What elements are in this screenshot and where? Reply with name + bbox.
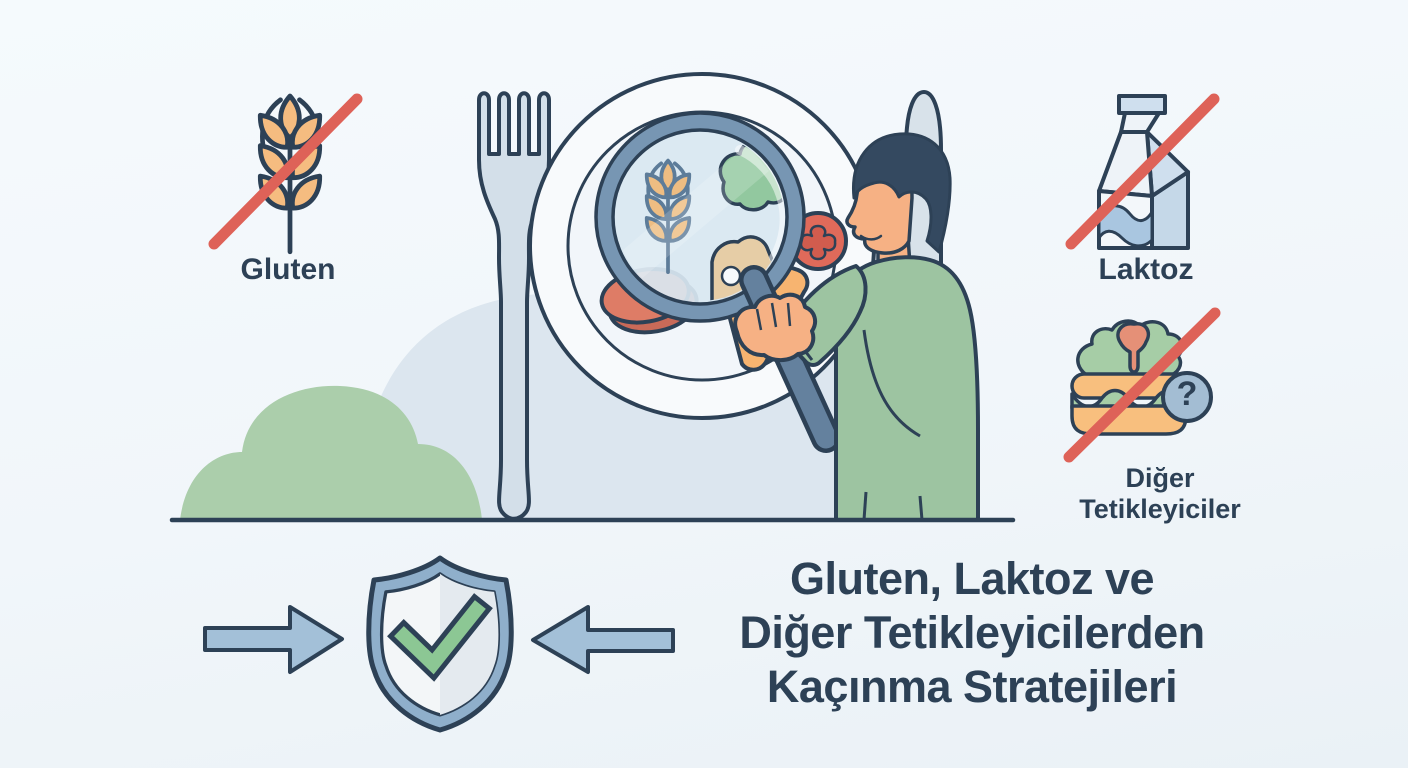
lactose-label: Laktoz [1098,253,1194,286]
lens-highlight [735,145,790,263]
burger-question-crossed-icon [1063,307,1221,463]
person-mouth [859,234,883,241]
arrow-right-icon [203,605,344,674]
other-triggers-label: Diğer Tetikleyiciler [1079,463,1241,525]
question-mark-badge: ? [1176,375,1198,414]
gluten-label: Gluten [240,253,336,286]
strike-line [208,93,363,250]
bush [180,385,482,520]
title-line-1: Gluten, Laktoz ve [789,553,1155,604]
person [733,132,980,522]
title-line-3: Kaçınma Stratejileri [766,661,1178,712]
other-triggers-label-line2: Tetikleyiciler [1079,494,1241,524]
strike-line [1063,307,1221,463]
strike-line [1065,93,1220,250]
person-hand [733,292,818,363]
title-line-2: Diğer Tetikleyicilerden [739,607,1205,658]
page-title: Gluten, Laktoz ve Diğer Tetikleyicilerde… [739,552,1205,714]
question-circle [1161,371,1213,423]
person-hair [852,132,952,254]
wheat-crossed-icon [208,93,363,255]
other-triggers-label-line1: Diğer [1125,463,1195,493]
wheat-in-lens-icon [644,158,692,274]
sauce-drip [1116,322,1151,374]
arrow-left-icon [531,605,675,674]
milk-carton-crossed-icon [1065,93,1220,250]
shield-check-icon [366,555,514,733]
